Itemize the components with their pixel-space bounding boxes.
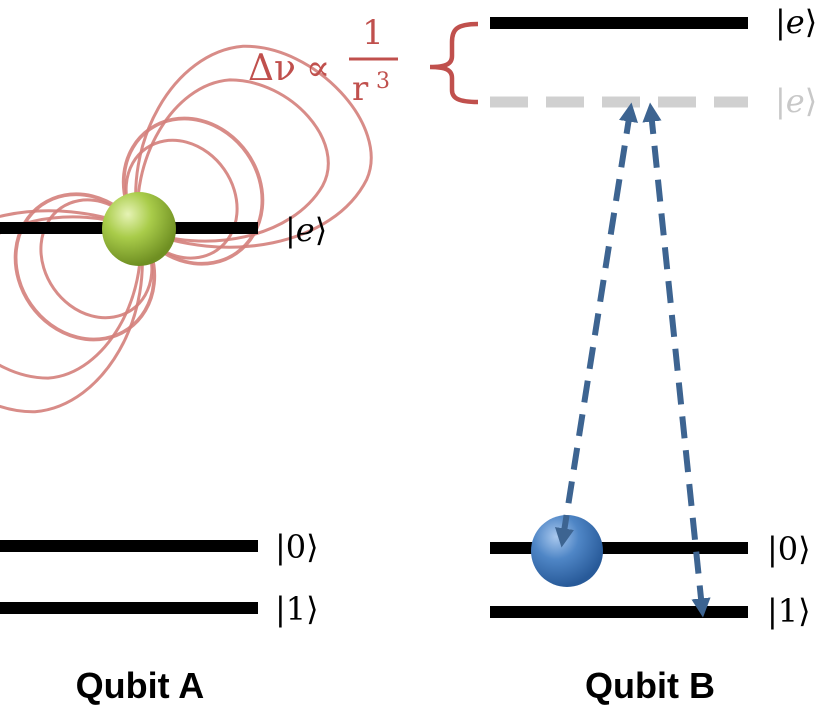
transition-arrow-zero [555, 102, 638, 548]
qubit-a-atom [102, 192, 176, 266]
frequency-shift-formula: Δν∝ 1 r 3 [248, 13, 398, 109]
svg-text:1: 1 [362, 13, 384, 53]
svg-text:r: r [352, 69, 369, 109]
qubit-a-zero-ket: |0⟩ [275, 528, 319, 566]
transition-arrow-one [642, 102, 711, 618]
qubit-b-zero-ket: |0⟩ [767, 530, 811, 568]
qubit-b-one-ket: |1⟩ [767, 592, 811, 630]
qubit-b-excited-ket: |e⟩ [775, 3, 817, 41]
qubit-a-excited-ket: |e⟩ [285, 211, 327, 249]
shift-brace [429, 21, 479, 105]
svg-text:Δν∝: Δν∝ [248, 48, 330, 89]
qubit-a-one-ket: |1⟩ [275, 590, 319, 628]
svg-text:3: 3 [376, 69, 390, 94]
qubit-b-label: Qubit B [585, 665, 715, 705]
qubit-a-label: Qubit A [76, 665, 205, 705]
qubit-b-shifted-excited-ket: |e⟩ [775, 82, 817, 120]
